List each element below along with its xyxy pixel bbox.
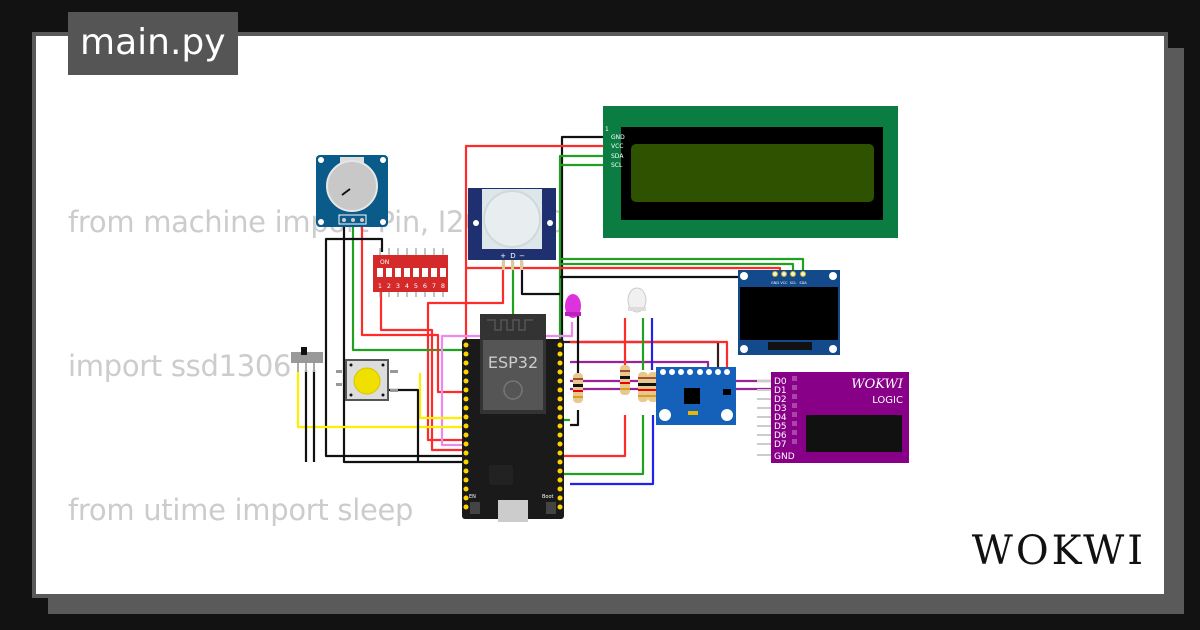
svg-text:D6: D6 (774, 431, 787, 441)
wokwi-logo-text: WOKWI (971, 528, 1146, 574)
svg-text:D0: D0 (774, 377, 787, 387)
svg-text:SCL: SCL (790, 281, 797, 285)
resistor (638, 372, 648, 402)
esp32-pins-right (557, 342, 563, 510)
svg-text:SDA: SDA (799, 281, 807, 285)
logic-analyzer-label: LOGIC (872, 395, 903, 406)
wire-mpu-vcc (570, 340, 729, 372)
svg-text:EN: EN (469, 494, 476, 500)
lcd-pin1-label: 1 (605, 126, 609, 133)
wire-oled-scl (560, 262, 795, 272)
wire-button-yellow (418, 373, 470, 420)
wire-dip-out (379, 292, 470, 452)
mpu6050-sensor[interactable] (656, 367, 736, 425)
wokwi-logo: WOKWI (972, 528, 1146, 574)
logic-analyzer[interactable]: D0 D1 D2 D3 D4 D5 D6 D7 GND WOKWI LOGIC (757, 372, 909, 463)
lcd-pin-gnd: GND (611, 134, 625, 141)
lcd-display[interactable]: 1 GND VCC SDA SCL (603, 106, 898, 238)
svg-text:D5: D5 (774, 422, 787, 432)
pir-motion-sensor[interactable]: + D− (468, 188, 556, 270)
svg-text:5: 5 (414, 282, 418, 290)
svg-text:7: 7 (432, 282, 436, 290)
svg-text:4: 4 (405, 282, 409, 290)
en-button[interactable] (470, 502, 480, 514)
code-line: import ssd1306 (68, 349, 292, 383)
resistor (648, 372, 658, 402)
wire-pir-gnd (520, 262, 560, 296)
lcd-pin-sda: SDA (611, 153, 624, 160)
wire-lcd-sda (558, 154, 606, 422)
svg-text:D1: D1 (774, 386, 787, 396)
potentiometer[interactable] (316, 155, 388, 227)
svg-text:8: 8 (441, 282, 445, 290)
resistor (620, 365, 630, 395)
esp32-label: ESP32 (488, 353, 538, 372)
logic-analyzer-brand: WOKWI (851, 377, 904, 392)
oled-pins (772, 271, 806, 277)
wire-oled-sda (560, 257, 805, 272)
espressif-logo-icon (503, 380, 523, 400)
dip-switch-on-label: ON (380, 259, 389, 266)
svg-text:D7: D7 (774, 440, 787, 450)
svg-text:Boot: Boot (542, 494, 554, 500)
lcd-pin-vcc: VCC (611, 143, 623, 150)
file-tab[interactable]: main.py (68, 12, 238, 75)
esp32-devkit[interactable]: ESP32 EN Boot (462, 314, 564, 522)
wire-rgb-blue (570, 415, 655, 486)
wire-dip-gnd (324, 237, 470, 458)
slide-switch[interactable] (291, 347, 323, 372)
esp32-button-labels: EN Boot (469, 494, 554, 500)
svg-text:D: D (510, 252, 515, 260)
svg-text:6: 6 (423, 282, 427, 290)
wire-slide-switch (296, 370, 470, 429)
wire-led-anode (440, 322, 574, 447)
circuit-diagram: 1 GND VCC SDA SCL (291, 106, 909, 522)
wire-led-cathode (570, 410, 580, 427)
logic-analyzer-screen (806, 415, 902, 452)
svg-text:D3: D3 (774, 404, 787, 414)
resistor (573, 373, 583, 403)
svg-text:2: 2 (387, 282, 391, 290)
wire-pot-vcc (360, 222, 470, 394)
potentiometer-knob-indicator (341, 188, 351, 196)
svg-text:D4: D4 (774, 413, 787, 423)
esp32-pins-left (463, 342, 469, 510)
svg-text:GND: GND (774, 452, 795, 462)
boot-button[interactable] (546, 502, 556, 514)
svg-text:1: 1 (378, 282, 382, 290)
lcd-pin-scl: SCL (611, 162, 623, 169)
code-line: from utime import sleep (68, 493, 414, 527)
wire-pot-gnd (342, 222, 470, 464)
project-preview-panel: from machine import Pin, I2C, ADC import… (32, 32, 1168, 598)
pushbutton[interactable] (336, 359, 398, 401)
svg-text:VCC: VCC (780, 281, 788, 285)
svg-text:GND: GND (771, 281, 779, 285)
led-purple[interactable] (565, 294, 581, 318)
pir-pin-labels: + D− (500, 252, 525, 260)
usb-port (498, 500, 528, 522)
logic-analyzer-pin-labels: D0 D1 D2 D3 D4 D5 D6 D7 GND (774, 377, 795, 462)
svg-text:+: + (500, 252, 506, 260)
svg-text:D2: D2 (774, 395, 787, 405)
lcd-pin-labels: 1 GND VCC SDA SCL (605, 126, 625, 169)
file-tab-label: main.py (80, 22, 226, 63)
rgb-led[interactable] (627, 287, 647, 313)
svg-text:−: − (519, 252, 525, 260)
svg-text:3: 3 (396, 282, 400, 290)
